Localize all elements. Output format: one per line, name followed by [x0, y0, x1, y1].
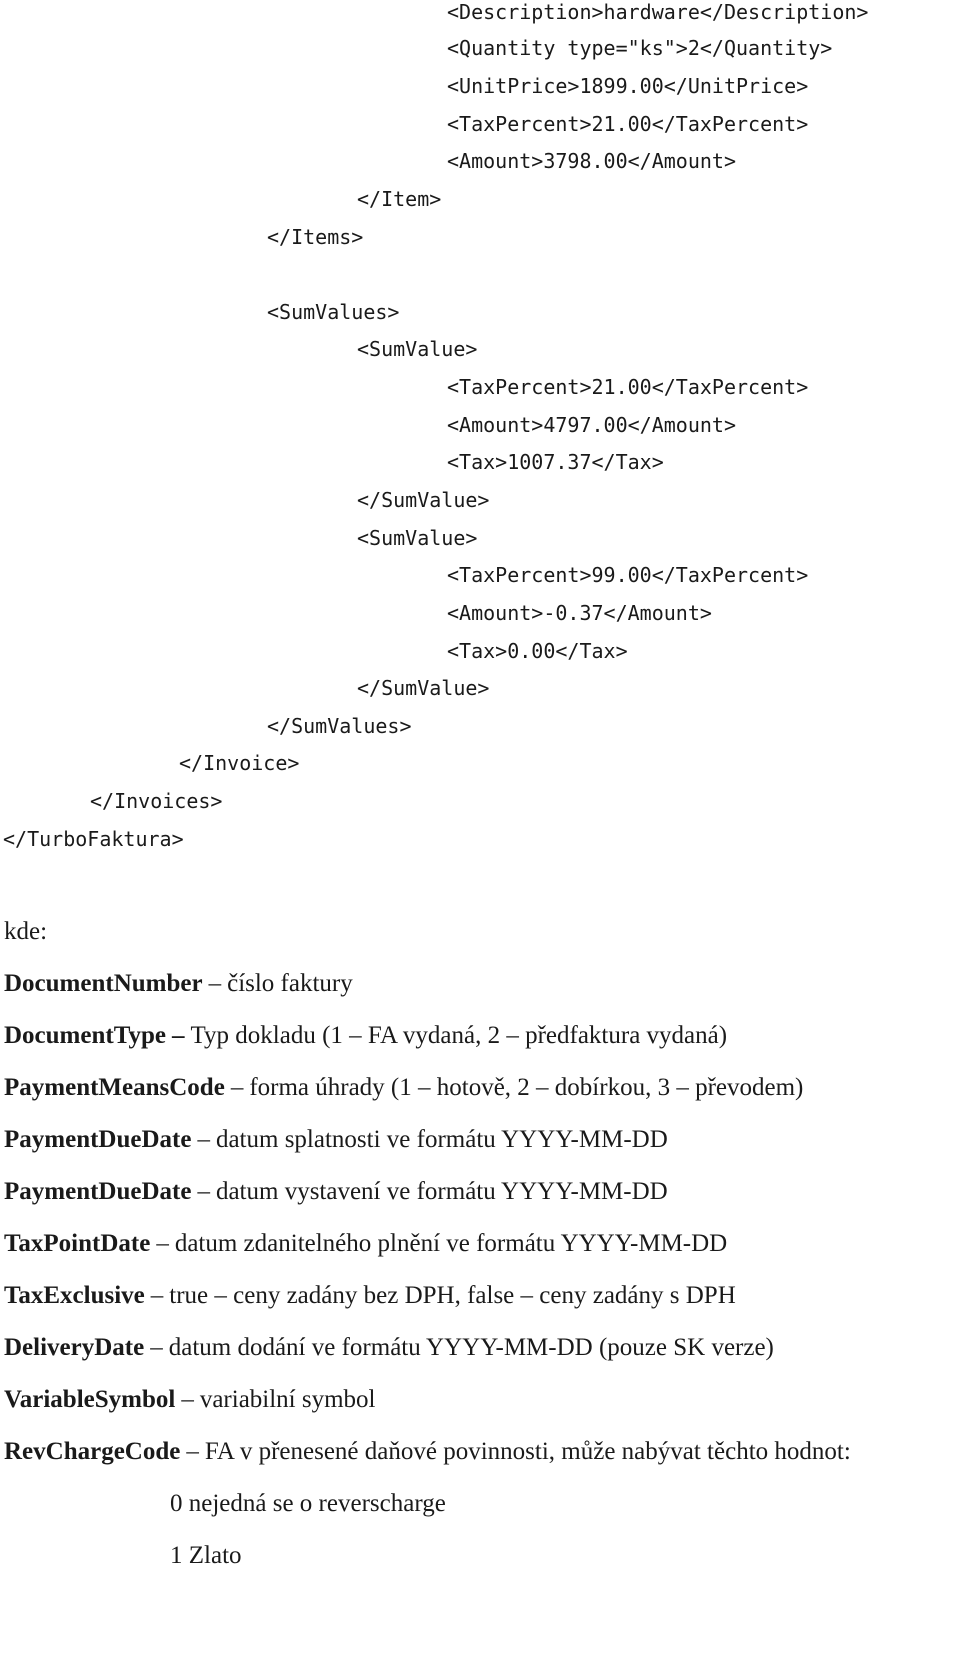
code-line: <UnitPrice>1899.00</UnitPrice> — [447, 74, 809, 98]
definition-description: číslo faktury — [227, 970, 353, 997]
definition-dash: – — [181, 1386, 194, 1413]
code-line: </TurboFaktura> — [3, 827, 184, 851]
definition-variable-symbol: VariableSymbol–variabilní symbol — [4, 1384, 376, 1416]
definition-tax-point-date: TaxPointDate–datum zdanitelného plnění v… — [4, 1228, 727, 1260]
code-line: <SumValue> — [357, 337, 478, 361]
code-line: <TaxPercent>21.00</TaxPercent> — [447, 112, 809, 136]
definition-document-number: DocumentNumber–číslo faktury — [4, 968, 353, 1000]
code-line: </Invoices> — [90, 789, 223, 813]
code-line: <Amount>-0.37</Amount> — [447, 601, 712, 625]
definition-term: PaymentDueDate — [4, 1178, 192, 1205]
rev-charge-value: 0 nejedná se o reverscharge — [170, 1490, 446, 1517]
definition-term: PaymentDueDate — [4, 1126, 192, 1153]
code-line: <TaxPercent>99.00</TaxPercent> — [447, 563, 809, 587]
code-line: <Quantity type="ks">2</Quantity> — [447, 36, 833, 60]
definition-rev-charge-code: RevChargeCode–FA v přenesené daňové povi… — [4, 1436, 851, 1468]
code-line: </Item> — [357, 187, 442, 211]
code-line: <TaxPercent>21.00</TaxPercent> — [447, 375, 809, 399]
definition-dash: – — [197, 1126, 210, 1153]
code-line: <Tax>0.00</Tax> — [447, 639, 628, 663]
code-line: </Items> — [267, 225, 364, 249]
definition-issue-date: PaymentDueDate–datum vystavení ve formát… — [4, 1176, 668, 1208]
definition-delivery-date: DeliveryDate–datum dodání ve formátu YYY… — [4, 1332, 774, 1364]
code-line: <Description>hardware</Description> — [447, 0, 869, 24]
code-line: <SumValue> — [357, 526, 478, 550]
definition-term: RevChargeCode — [4, 1438, 181, 1465]
code-line: <Amount>3798.00</Amount> — [447, 149, 736, 173]
code-line: <Amount>4797.00</Amount> — [447, 413, 736, 437]
code-line: <SumValues> — [267, 300, 400, 324]
definition-dash: – — [230, 1074, 244, 1101]
definition-dash: – — [172, 1022, 185, 1049]
code-line: <Tax>1007.37</Tax> — [447, 450, 664, 474]
code-line: </SumValue> — [357, 488, 490, 512]
code-line: </SumValue> — [357, 676, 490, 700]
definition-dash: – — [150, 1334, 163, 1361]
definition-description: datum vystavení ve formátu YYYY-MM-DD — [215, 1178, 668, 1205]
definition-term: DocumentType — [4, 1022, 167, 1049]
definition-term: TaxExclusive — [4, 1282, 145, 1309]
definition-dash: – — [208, 970, 222, 997]
definition-term: TaxPointDate — [4, 1230, 151, 1257]
definition-description: Typ dokladu (1 – FA vydaná, 2 – předfakt… — [190, 1022, 728, 1049]
definition-term: DocumentNumber — [4, 970, 203, 997]
code-line: </SumValues> — [267, 714, 412, 738]
definition-dash: – — [197, 1178, 210, 1205]
definition-description: true – ceny zadány bez DPH, false – ceny… — [169, 1282, 736, 1309]
definition-description: datum zdanitelného plnění ve formátu YYY… — [174, 1230, 728, 1257]
definition-document-type: DocumentType–Typ dokladu (1 – FA vydaná,… — [4, 1020, 727, 1052]
intro-text: kde: — [4, 918, 48, 945]
definition-description: datum splatnosti ve formátu YYYY-MM-DD — [215, 1126, 668, 1153]
definition-description: FA v přenesené daňové povinnosti, může n… — [204, 1438, 851, 1465]
definition-description: variabilní symbol — [199, 1386, 376, 1413]
definition-description: forma úhrady (1 – hotově, 2 – dobírkou, … — [249, 1074, 804, 1101]
definition-description: datum dodání ve formátu YYYY-MM-DD (pouz… — [168, 1334, 774, 1361]
definition-payment-due-date: PaymentDueDate–datum splatnosti ve formá… — [4, 1124, 668, 1156]
definition-term: PaymentMeansCode — [4, 1074, 225, 1101]
definition-term: VariableSymbol — [4, 1386, 176, 1413]
definition-term: DeliveryDate — [4, 1334, 145, 1361]
definition-dash: – — [150, 1282, 164, 1309]
definition-tax-exclusive: TaxExclusive–true – ceny zadány bez DPH,… — [4, 1280, 736, 1312]
rev-charge-value: 1 Zlato — [170, 1542, 242, 1569]
definition-dash: – — [186, 1438, 199, 1465]
code-line: </Invoice> — [179, 751, 300, 775]
definition-payment-means-code: PaymentMeansCode–forma úhrady (1 – hotov… — [4, 1072, 803, 1104]
definition-dash: – — [156, 1230, 169, 1257]
